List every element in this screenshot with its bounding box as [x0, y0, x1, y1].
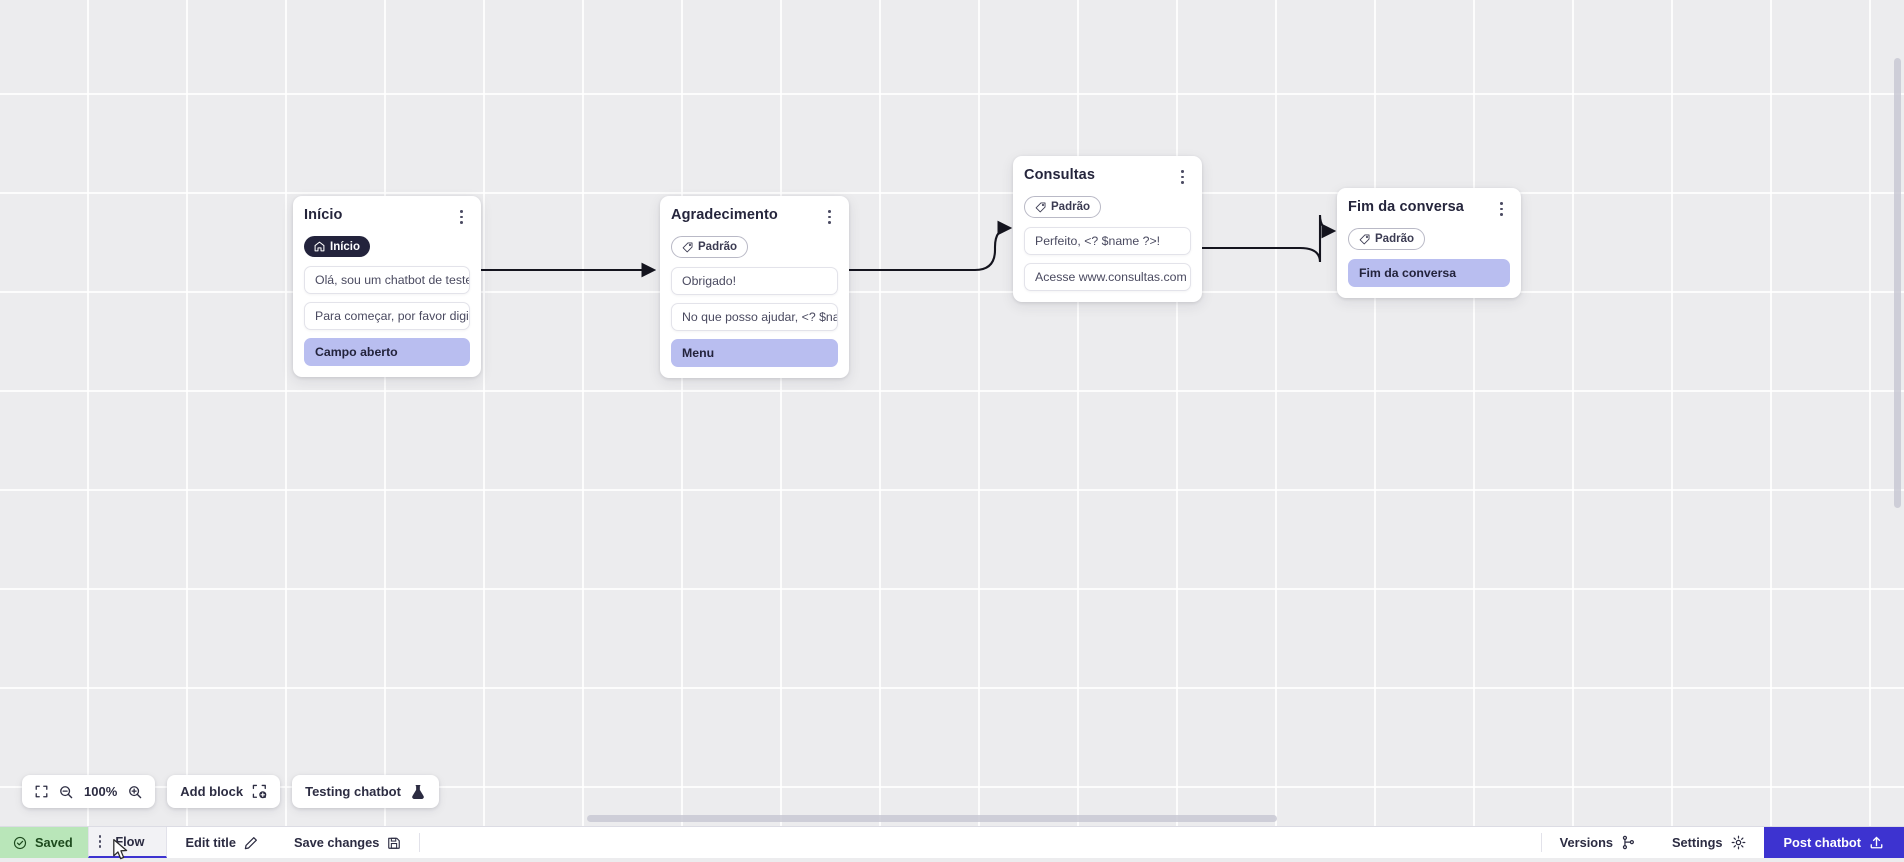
node-badge-row: Padrão [671, 236, 838, 258]
node-header: Consultas [1024, 167, 1191, 187]
flow-node-agradecimento[interactable]: Agradecimento Padrão Obrigado! No que po… [660, 196, 849, 378]
floppy-disk-icon [387, 836, 401, 850]
post-chatbot-button[interactable]: Post chatbot [1764, 827, 1904, 858]
tab-flow-label: Flow [115, 834, 144, 849]
connector-consultas-fim [1201, 215, 1334, 262]
node-title: Início [304, 207, 342, 224]
tag-icon [1359, 234, 1370, 245]
kebab-menu-icon[interactable] [1174, 167, 1191, 187]
zoom-controls-group: 100% [22, 775, 155, 808]
zoom-in-icon[interactable] [128, 785, 142, 799]
node-badge-padrao[interactable]: Padrão [1024, 196, 1101, 218]
add-block-label: Add block [180, 784, 243, 799]
branch-icon [1621, 835, 1636, 850]
versions-label: Versions [1560, 835, 1613, 850]
node-header: Fim da conversa [1348, 199, 1510, 219]
node-badge-row: Padrão [1024, 196, 1191, 218]
node-message[interactable]: No que posso ajudar, <? $name ... [671, 303, 838, 331]
zoom-out-icon[interactable] [59, 785, 73, 799]
saved-label: Saved [35, 835, 73, 850]
settings-button[interactable]: Settings [1654, 827, 1763, 858]
node-message-accent[interactable]: Campo aberto [304, 338, 470, 366]
zoom-level-label: 100% [84, 784, 117, 799]
node-badge-label: Início [330, 241, 360, 253]
bottom-toolbar: Saved Flow Edit title Save changes [0, 826, 1904, 858]
node-message[interactable]: Olá, sou um chatbot de teste! [304, 266, 470, 294]
versions-button[interactable]: Versions [1542, 827, 1654, 858]
kebab-menu-icon[interactable] [821, 207, 838, 227]
settings-label: Settings [1672, 835, 1722, 850]
node-badge-padrao[interactable]: Padrão [1348, 228, 1425, 250]
canvas-toolbar: 100% Add block Testing chatbot [22, 775, 439, 808]
bottom-toolbar-left: Saved Flow Edit title Save changes [0, 827, 420, 858]
save-changes-button[interactable]: Save changes [276, 827, 419, 858]
add-block-icon [252, 784, 267, 799]
node-message[interactable]: Obrigado! [671, 267, 838, 295]
toolbar-divider [419, 833, 420, 852]
node-header: Agradecimento [671, 207, 838, 227]
node-title: Agradecimento [671, 207, 778, 224]
node-badge-row: Padrão [1348, 228, 1510, 250]
flow-node-consultas[interactable]: Consultas Padrão Perfeito, <? $name ?>! … [1013, 156, 1202, 302]
flow-node-fim-da-conversa[interactable]: Fim da conversa Padrão Fim da conversa [1337, 188, 1521, 298]
fit-screen-icon[interactable] [35, 785, 48, 798]
node-badge-label: Padrão [1375, 233, 1414, 245]
node-badge-label: Padrão [1051, 201, 1090, 213]
check-circle-icon [13, 836, 27, 850]
kebab-menu-icon[interactable] [453, 207, 470, 227]
node-title: Fim da conversa [1348, 199, 1464, 216]
edit-title-label: Edit title [185, 835, 235, 850]
pencil-icon [244, 836, 258, 850]
bottom-toolbar-right: Versions Settings Post chatbot [1541, 827, 1904, 858]
node-title: Consultas [1024, 167, 1095, 184]
tab-kebab-menu-icon[interactable] [99, 835, 102, 848]
status-badge-saved: Saved [0, 827, 88, 858]
flow-node-inicio[interactable]: Início Início Olá, sou um chatbot de tes… [293, 196, 481, 377]
node-badge-row: Início [304, 236, 470, 257]
home-icon [314, 241, 325, 252]
node-header: Início [304, 207, 470, 227]
horizontal-scrollbar[interactable] [587, 815, 1277, 822]
kebab-menu-icon[interactable] [1493, 199, 1510, 219]
node-message-accent[interactable]: Fim da conversa [1348, 259, 1510, 287]
node-badge-padrao[interactable]: Padrão [671, 236, 748, 258]
node-badge-inicio[interactable]: Início [304, 236, 370, 257]
vertical-scrollbar[interactable] [1894, 58, 1901, 508]
upload-icon [1869, 835, 1884, 850]
testing-chatbot-label: Testing chatbot [305, 784, 401, 799]
node-message[interactable]: Para começar, por favor digite o ... [304, 302, 470, 330]
tab-flow[interactable]: Flow [88, 827, 168, 858]
gear-icon [1731, 835, 1746, 850]
edit-title-button[interactable]: Edit title [167, 827, 275, 858]
testing-chatbot-button[interactable]: Testing chatbot [292, 775, 439, 808]
node-message-accent[interactable]: Menu [671, 339, 838, 367]
flask-icon [410, 784, 426, 800]
tag-icon [1035, 202, 1046, 213]
tag-icon [682, 242, 693, 253]
flow-connectors [0, 0, 1904, 826]
save-changes-label: Save changes [294, 835, 379, 850]
node-message[interactable]: Acesse www.consultas.com par... [1024, 263, 1191, 291]
node-badge-label: Padrão [698, 241, 737, 253]
flow-canvas[interactable]: Início Início Olá, sou um chatbot de tes… [0, 0, 1904, 826]
post-chatbot-label: Post chatbot [1784, 835, 1862, 850]
node-message[interactable]: Perfeito, <? $name ?>! [1024, 227, 1191, 255]
connector-agradecimento-consultas [849, 228, 1010, 270]
add-block-button[interactable]: Add block [167, 775, 280, 808]
